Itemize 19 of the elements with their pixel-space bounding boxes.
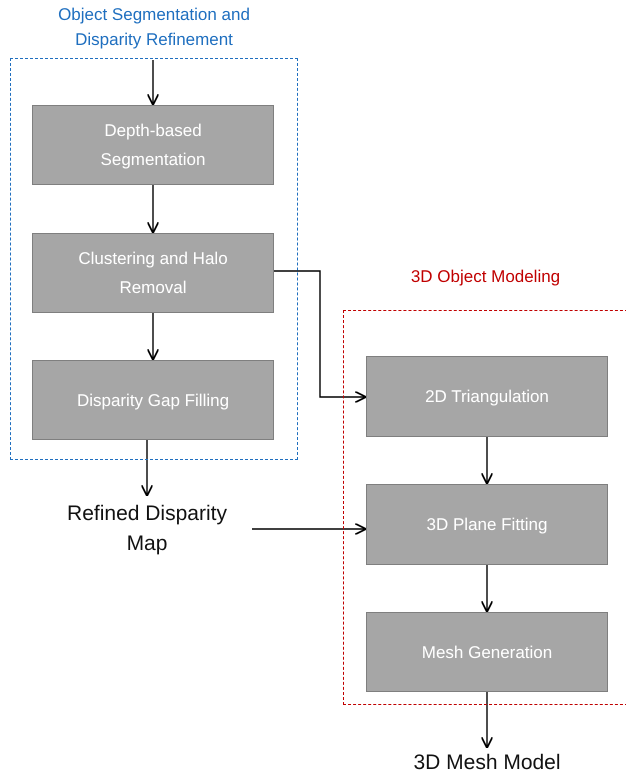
group-title: Object Segmentation and Disparity Refinement	[57, 4, 251, 51]
output-label: 3D Mesh Model	[413, 750, 561, 776]
process-box: Mesh Generation	[366, 612, 608, 692]
process-box: Clustering and Halo Removal	[32, 233, 274, 313]
process-box: 3D Plane Fitting	[366, 484, 608, 565]
arrow	[146, 185, 160, 234]
arrow	[140, 440, 154, 497]
arrow	[252, 522, 367, 536]
arrow	[146, 313, 160, 361]
arrow	[480, 437, 494, 485]
arrow	[146, 60, 160, 106]
group-title: 3D Object Modeling	[410, 266, 562, 288]
process-box: 2D Triangulation	[366, 356, 608, 437]
output-label: Refined Disparity Map	[67, 501, 227, 557]
arrow	[480, 565, 494, 613]
arrow	[480, 692, 494, 749]
process-box: Disparity Gap Filling	[32, 360, 274, 440]
arrow	[274, 270, 367, 404]
process-box: Depth-based Segmentation	[32, 105, 274, 185]
